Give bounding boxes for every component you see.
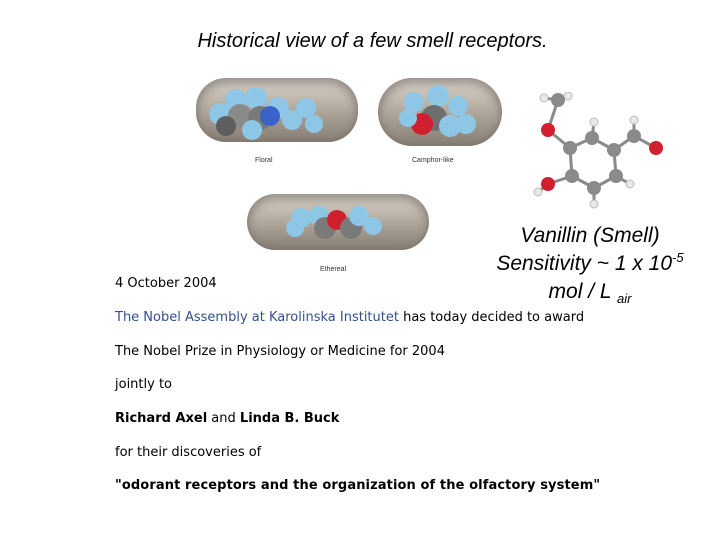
unit-subscript: air <box>617 291 632 307</box>
vanillin-line2: Sensitivity ~ 1 x 10-5 <box>470 250 710 278</box>
vanillin-caption: Vanillin (Smell) Sensitivity ~ 1 x 10-5 … <box>470 222 710 306</box>
unit-text: mol / L <box>548 280 618 303</box>
floral-molecule <box>209 87 323 140</box>
sensitivity-text: Sensitivity ~ 1 x 10 <box>496 252 673 275</box>
laureate-buck: Linda B. Buck <box>239 411 340 426</box>
discovery-quote: "odorant receptors and the organization … <box>115 478 601 493</box>
camphor-caption: Camphor-like <box>412 157 454 164</box>
nobel-assembly-link[interactable]: The Nobel Assembly at Karolinska Institu… <box>115 310 399 325</box>
jointly-line: jointly to <box>115 377 173 392</box>
floral-caption: Floral <box>255 157 273 164</box>
sensitivity-exponent: -5 <box>672 250 684 265</box>
vanillin-line3: mol / L air <box>470 278 710 306</box>
vanillin-molecule-diagram <box>533 92 663 209</box>
floral-receptor-illustration <box>196 78 358 142</box>
ethereal-caption: Ethereal <box>320 266 347 273</box>
laureates-line: Richard Axel and Linda B. Buck <box>115 411 339 426</box>
laureate-axel: Richard Axel <box>115 411 208 426</box>
announcement-rest: has today decided to award <box>398 310 585 325</box>
ethereal-molecule <box>286 206 382 239</box>
date-label: 4 October 2004 <box>115 276 217 291</box>
page-title: Historical view of a few smell receptors… <box>197 30 548 52</box>
camphor-molecule <box>399 85 476 137</box>
ethereal-receptor-illustration <box>247 194 429 250</box>
laureates-and: and <box>207 411 240 426</box>
camphor-receptor-illustration <box>378 78 502 146</box>
prize-line: The Nobel Prize in Physiology or Medicin… <box>115 344 445 359</box>
discoveries-line: for their discoveries of <box>115 445 262 460</box>
announcement-line: The Nobel Assembly at Karolinska Institu… <box>115 310 584 325</box>
vanillin-line1: Vanillin (Smell) <box>520 224 660 247</box>
